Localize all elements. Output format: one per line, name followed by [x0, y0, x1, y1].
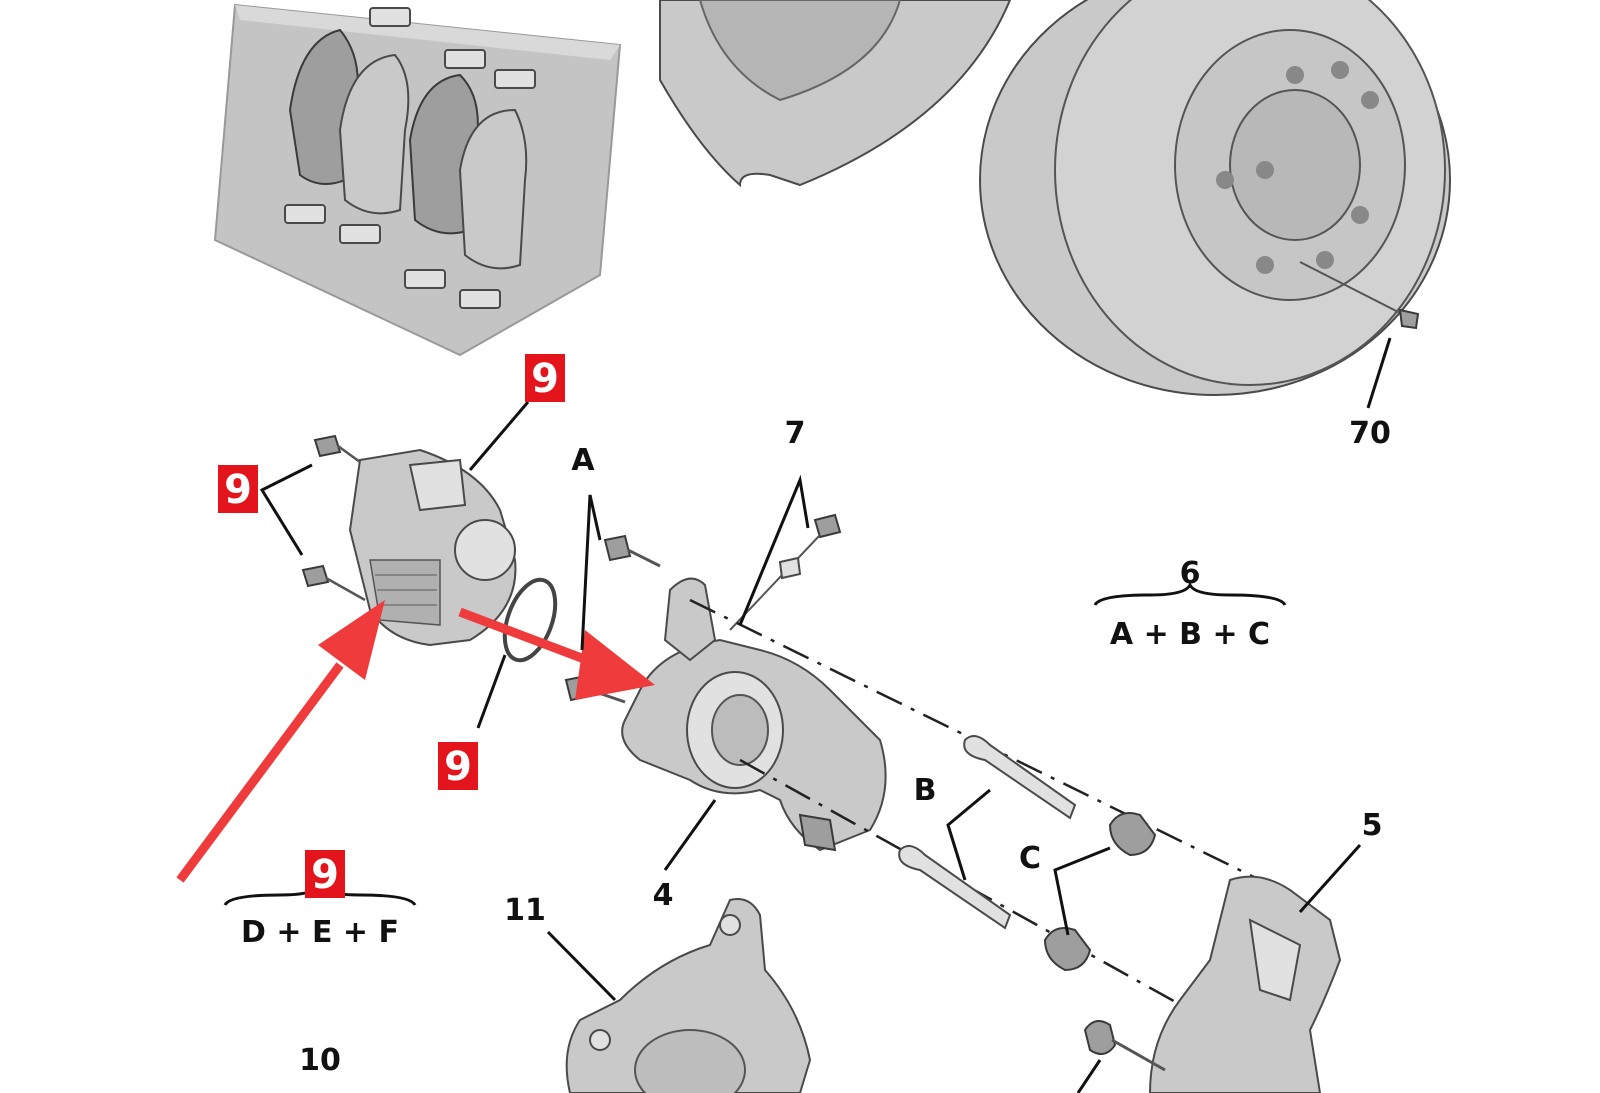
caliper-bracket [1148, 875, 1342, 1093]
callout-pin-boots: C [1019, 841, 1041, 876]
callout-caliper-bolts: A [571, 443, 595, 478]
o-ring [502, 577, 558, 663]
callout-bleed-screw: 7 [785, 416, 806, 451]
svg-text:9: 9 [444, 744, 472, 790]
leader-70 [1366, 337, 1392, 409]
svg-text:9: 9 [311, 852, 339, 898]
leader-lines [259, 401, 1362, 1093]
formula-caliper-kit: A + B + C [1110, 617, 1270, 652]
callout-o-ring-badge: 9 [438, 742, 478, 790]
brake-caliper [621, 577, 887, 852]
parking-brake-motor [348, 448, 517, 647]
highlight-arrows [176, 600, 655, 883]
dust-shield [659, 0, 1012, 188]
formula-motor-kit: D + E + F [241, 915, 399, 950]
callout-motor-kit-badge: 9 [305, 850, 345, 898]
callout-caliper: 4 [653, 878, 674, 913]
disc-retaining-screw [1299, 261, 1420, 330]
brake-pad-kit-box [213, 3, 622, 357]
brake-disc [979, 0, 1451, 396]
bracket-bolt [1083, 1020, 1166, 1072]
pin-boots [1043, 812, 1157, 972]
callout-hub-assembly: 10 [299, 1043, 341, 1078]
svg-text:9: 9 [531, 356, 559, 402]
callout-caliper-kit: 6 [1180, 556, 1201, 591]
brace-caliper-kit [1093, 581, 1287, 606]
callout-disc-screw: 70 [1349, 416, 1391, 451]
callout-pad-kit-badge: 9 [525, 354, 565, 402]
svg-text:9: 9 [224, 467, 252, 513]
callout-hub-knuckle: 11 [504, 893, 546, 928]
motor-screws [301, 434, 366, 602]
callout-motor-screws-badge: 9 [218, 465, 258, 513]
hub-knuckle [565, 898, 812, 1093]
guide-pins [898, 735, 1077, 930]
callout-bracket: 5 [1362, 808, 1383, 843]
callout-guide-pins: B [914, 773, 937, 808]
